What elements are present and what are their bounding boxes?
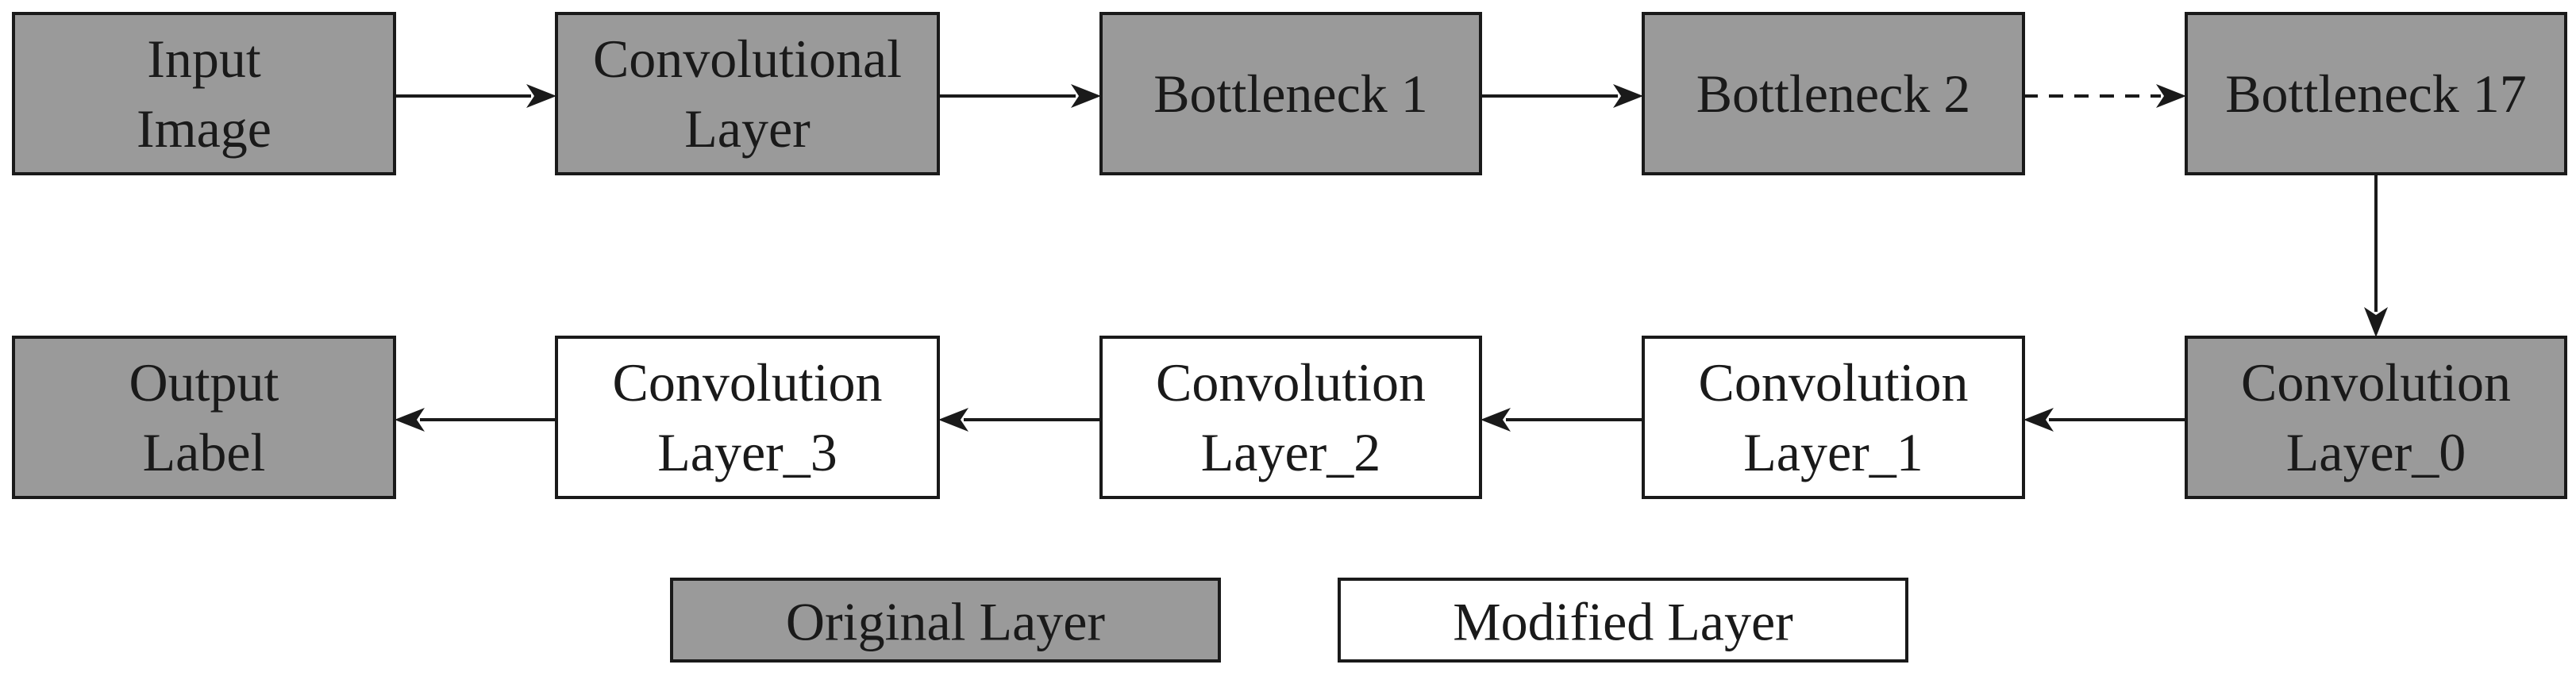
legend-swatch-original — [670, 578, 1221, 663]
edge-bottleneck-17-to-convolution-layer-0 — [2364, 174, 2388, 337]
node-bottleneck-1-box — [1099, 12, 1482, 175]
node-bottleneck-17: Bottleneck 17 — [2185, 12, 2567, 175]
node-output-label-box — [12, 336, 396, 499]
node-convolution-layer-0-box — [2185, 336, 2567, 499]
arrowhead-icon — [2023, 408, 2054, 432]
arrowhead-icon — [2156, 84, 2186, 108]
node-bottleneck-2: Bottleneck 2 — [1642, 12, 2025, 175]
node-convolution-layer-3-label-line-2: Layer_3 — [657, 422, 837, 482]
legend-item-modified: Modified Layer — [1338, 578, 1908, 663]
node-bottleneck-1: Bottleneck 1 — [1099, 12, 1482, 175]
node-convolution-layer-2-label-line-2: Layer_2 — [1201, 422, 1381, 482]
edge-convolution-layer-1-to-convolution-layer-2 — [1481, 408, 1643, 432]
edge-bottleneck-2-to-bottleneck-17 — [2023, 84, 2186, 108]
node-convolution-layer-3-box — [555, 336, 940, 499]
node-input-image-box — [12, 12, 396, 175]
edge-convolutional-layer-to-bottleneck-1 — [938, 84, 1101, 108]
edge-convolution-layer-0-to-convolution-layer-1 — [2023, 408, 2186, 432]
arrowhead-icon — [1481, 408, 1511, 432]
arrowhead-icon — [938, 408, 968, 432]
edge-convolution-layer-2-to-convolution-layer-3 — [938, 408, 1101, 432]
arrowhead-icon — [1071, 84, 1101, 108]
node-convolution-layer-3-label-line-1: Convolution — [612, 352, 882, 413]
node-output-label-label-line-2: Label — [143, 422, 266, 482]
arrowhead-icon — [1613, 84, 1643, 108]
node-convolution-layer-0-label-line-1: Convolution — [2241, 352, 2511, 413]
edges-layer — [395, 84, 2388, 432]
legend-label-original: Original Layer — [786, 592, 1106, 652]
legend-label-modified: Modified Layer — [1453, 592, 1793, 652]
legend: Original Layer Modified Layer — [670, 578, 1908, 663]
legend-item-original: Original Layer — [670, 578, 1221, 663]
node-convolution-layer-2-label-line-1: Convolution — [1156, 352, 1426, 413]
node-bottleneck-1-label-line-1: Bottleneck 1 — [1153, 63, 1428, 124]
edge-input-image-to-convolutional-layer — [395, 84, 556, 108]
node-bottleneck-2-label-line-1: Bottleneck 2 — [1696, 63, 1971, 124]
node-output-label-label-line-1: Output — [129, 352, 279, 413]
node-input-image-label-line-1: Input — [147, 29, 261, 89]
node-convolution-layer-1-box — [1642, 336, 2025, 499]
arrowhead-icon — [395, 408, 425, 432]
arrowhead-icon — [2364, 307, 2388, 337]
node-input-image-label-line-2: Image — [137, 98, 271, 159]
node-convolution-layer-0-label-line-2: Layer_0 — [2286, 422, 2466, 482]
node-bottleneck-2-box — [1642, 12, 2025, 175]
node-convolutional-layer-box — [555, 12, 940, 175]
node-bottleneck-17-box — [2185, 12, 2567, 175]
node-convolution-layer-1-label-line-2: Layer_1 — [1743, 422, 1923, 482]
legend-swatch-modified — [1338, 578, 1908, 663]
node-convolution-layer-1-label-line-1: Convolution — [1698, 352, 1968, 413]
node-convolution-layer-2-box — [1099, 336, 1482, 499]
node-bottleneck-17-label-line-1: Bottleneck 17 — [2225, 63, 2527, 124]
edge-convolution-layer-3-to-output-label — [395, 408, 556, 432]
node-convolutional-layer-label-line-1: Convolutional — [593, 29, 902, 89]
arrowhead-icon — [526, 84, 556, 108]
edge-bottleneck-1-to-bottleneck-2 — [1481, 84, 1643, 108]
node-convolutional-layer-label-line-2: Layer — [684, 98, 811, 159]
